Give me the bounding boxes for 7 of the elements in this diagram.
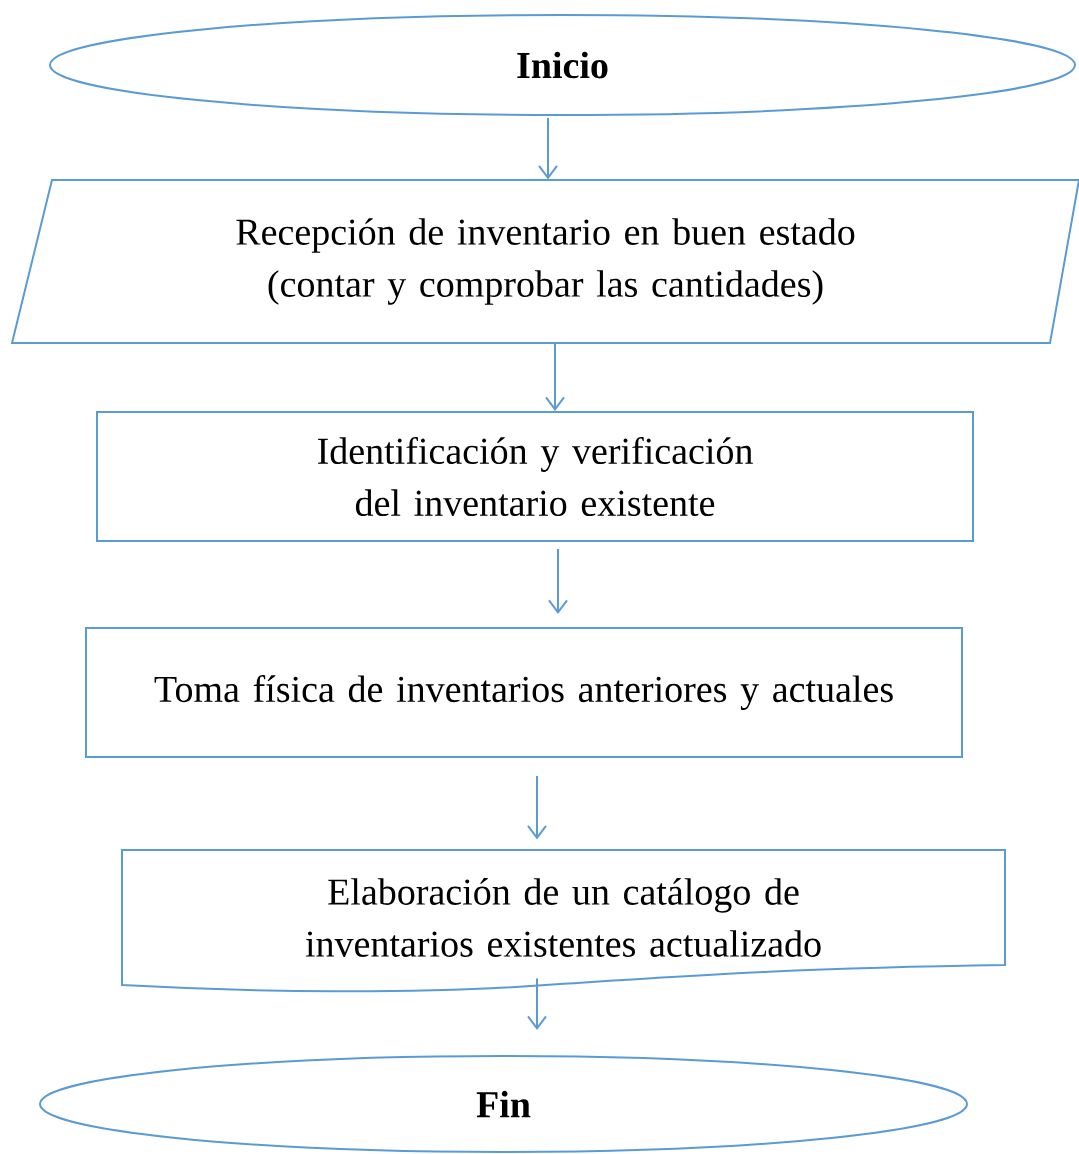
arrow (538, 117, 558, 180)
process-box: Identificación y verificación del inventario existente (96, 411, 974, 542)
arrow (527, 977, 547, 1030)
process-box: Toma física de inventarios anteriores y actuales (85, 627, 963, 758)
arrow (548, 548, 568, 614)
arrow (545, 342, 565, 411)
arrow (527, 775, 547, 840)
